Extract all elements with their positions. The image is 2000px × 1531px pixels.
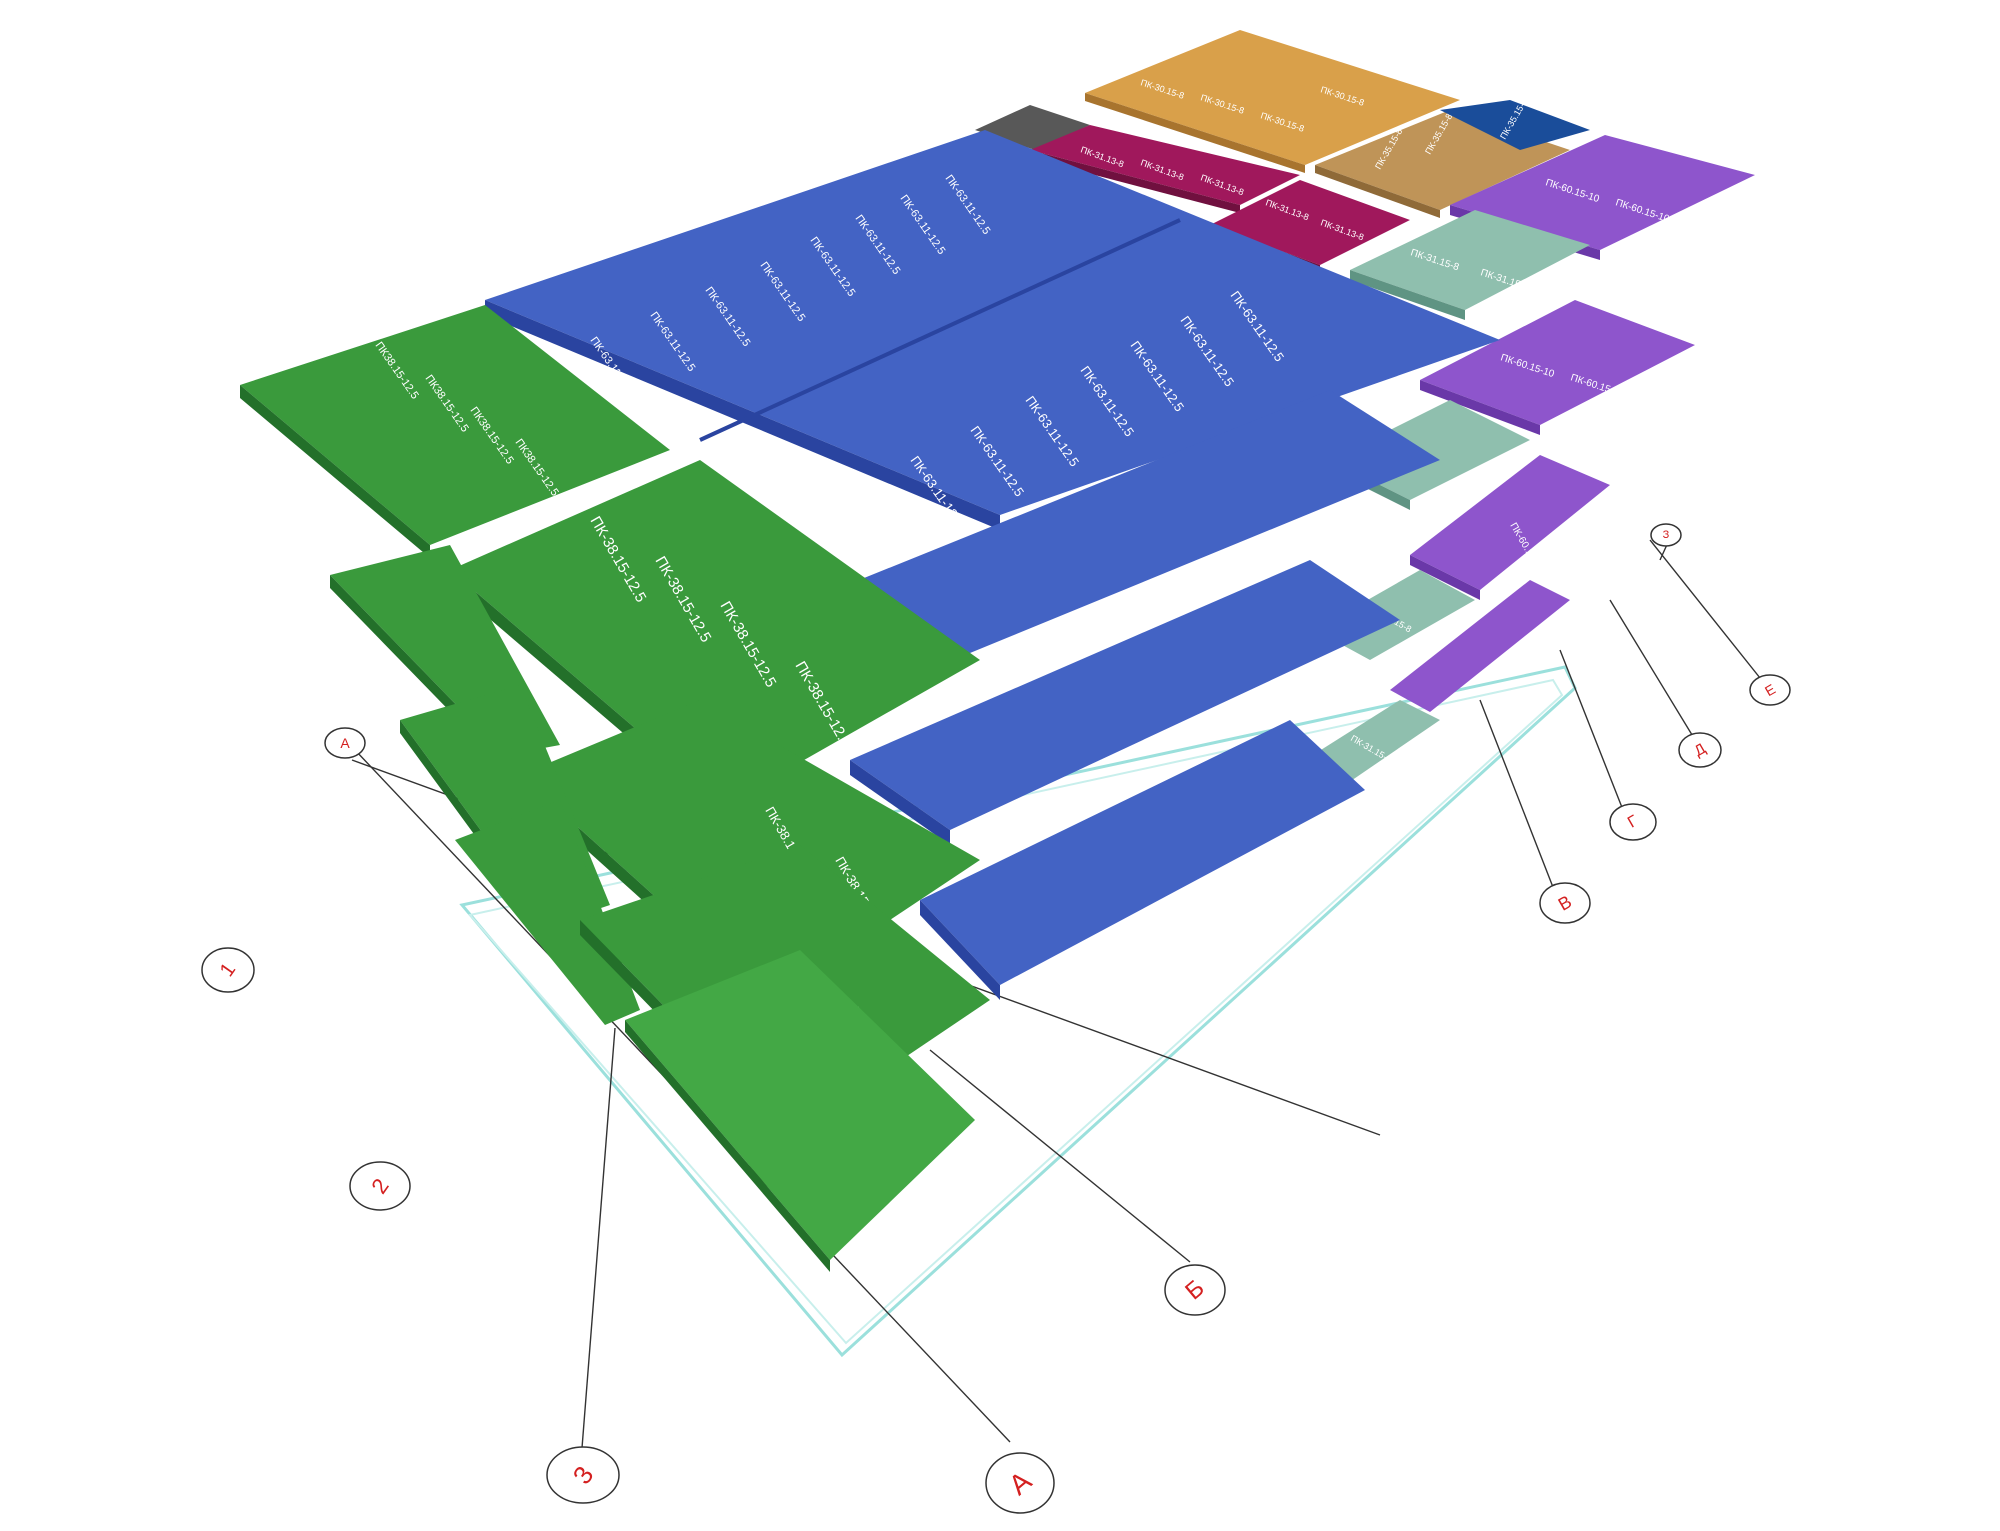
slab-teal-4: ПК-31.15-8 (1305, 700, 1440, 785)
axis-bubble-1: 1 (201, 947, 255, 993)
axis-bubble-d: Д (1678, 732, 1722, 768)
axis-bubble-a-bottom: А (985, 1452, 1055, 1514)
slab-green-6 (455, 800, 640, 1025)
axis-bubble-3: 3 (546, 1446, 620, 1504)
axis-bubble-a-top: А (324, 727, 366, 759)
svg-text:А: А (340, 735, 350, 751)
slab-label: ПК-63.11-12.5 (848, 483, 908, 559)
axis-bubble-b: Б (1164, 1264, 1226, 1316)
slab-teal-1: ПК-31.15-8 ПК-31.15-8 (1350, 210, 1590, 320)
slab-green-8 (625, 950, 975, 1272)
slab-green-1: ПК38.15-12.5 ПК38.15-12.5 ПК38.15-12.5 П… (240, 305, 670, 558)
slab-blue-1: ПК-63.11-12.5 ПК-63.11-12.5 ПК-63.11-12.… (485, 130, 1500, 559)
svg-text:З: З (1663, 529, 1670, 541)
axis-bubble-2: 2 (349, 1161, 411, 1211)
axis-bubble-e: Е (1749, 674, 1791, 706)
slab-purple-2: ПК-60.15-10 ПК-60.15-10 (1420, 300, 1695, 435)
slab-blue-4 (920, 720, 1365, 1000)
slab-purple-4 (1390, 580, 1570, 712)
axis-bubble-z: З (1650, 523, 1682, 547)
axis-bubble-v: В (1539, 882, 1591, 924)
slab-magenta: ПК-31.13-8 ПК-31.13-8 ПК-31.13-8 (1030, 125, 1300, 213)
slab-blue-3 (850, 560, 1400, 845)
axis-bubble-g: Г (1609, 803, 1657, 841)
slab-navy: ПК-35.15-8 (1440, 97, 1590, 150)
slab-orange: ПК-30.15-8 ПК-30.15-8 ПК-30.15-8 ПК-30.1… (1085, 30, 1460, 173)
